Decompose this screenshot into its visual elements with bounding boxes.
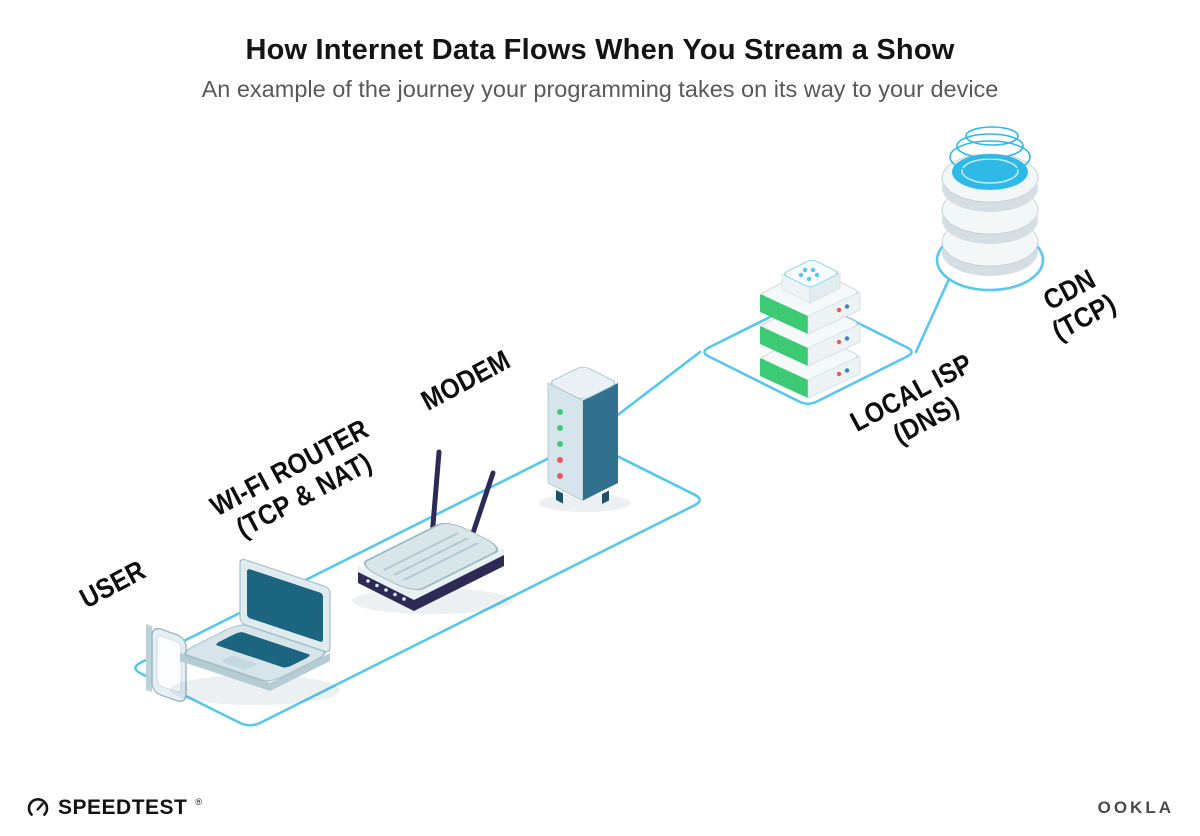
speedtest-gauge-icon [27,798,49,816]
server-indicator-red [836,307,842,313]
modem-led-column [557,409,563,479]
server-slab-front-green [760,358,808,398]
server-control-unit [781,260,841,304]
modem-led [557,473,563,479]
server-unit-dots [798,267,820,282]
laptop-keyboard [216,632,310,668]
laptop-screen [247,569,323,642]
footer: SPEEDTEST ® OOKLA [0,796,1200,820]
modem-led [557,409,563,415]
modem-foot-right [602,490,609,504]
laptop-base-edge [180,653,330,691]
speedtest-wordmark: SPEEDTEST [58,796,188,819]
wifi-router-device [352,449,512,614]
server-indicator-blue [844,336,850,341]
server-slab-front-right [807,291,861,335]
phone-side-edge [146,624,152,692]
server-slab-front-right [807,323,861,367]
ookla-logo: OOKLA [1098,798,1174,818]
modem-led [557,441,563,447]
speedtest-trademark: ® [195,797,203,807]
server-indicator-red [836,339,842,345]
cdn-orbit-ring [956,133,1024,159]
cdn-orbit-ring [965,126,1019,146]
cdn-database [941,126,1039,276]
router-side-light [358,548,504,600]
modem-led [557,425,563,431]
speedtest-logo: SPEEDTEST ® [26,796,202,820]
modem-led [557,457,563,463]
router-vent-line [402,542,480,581]
server-slab-front-right [807,355,861,399]
page-subtitle: An example of the journey your programmi… [201,76,999,102]
modem-side-face [583,383,618,501]
isp-to-cdn-line [914,277,951,354]
isp-server-stack [760,260,861,399]
router-status-lights [366,579,406,601]
router-vent-line [382,532,460,571]
modem-device [539,366,631,512]
router-vent-line [392,537,470,576]
server-slab-front-green [760,294,808,334]
page-title: How Internet Data Flows When You Stream … [245,34,955,66]
laptop-trackpad [221,655,257,670]
ookla-wordmark: OOKLA [1097,798,1174,817]
modem-top [550,366,616,400]
server-slab-front-green [760,326,808,366]
cdn-pool-inner-ring [961,158,1019,184]
modem-foot-left [556,490,563,504]
user-laptop [170,558,340,705]
server-indicator-blue [844,368,850,373]
server-indicator-red [836,371,842,377]
header: How Internet Data Flows When You Stream … [0,34,1200,103]
router-base-dark [358,555,504,611]
laptop-shadow [170,675,340,705]
phone-screen [156,635,182,693]
user-smartphone [146,624,187,703]
server-indicator-blue [844,304,850,309]
cdn-orbit-ring [949,140,1031,174]
modem-front-face [547,382,584,502]
